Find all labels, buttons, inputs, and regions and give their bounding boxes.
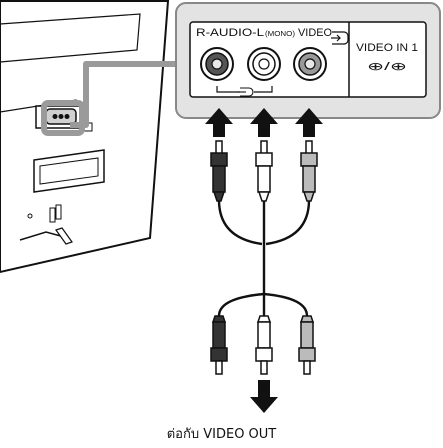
audio-l-jack [247, 47, 281, 81]
up-arrow-icon [205, 108, 233, 137]
input-arrow-icon [331, 31, 349, 45]
audio-bracket [216, 86, 273, 93]
callout [41, 61, 176, 136]
plug-audio-l [255, 315, 273, 375]
plug-video [300, 140, 318, 202]
video-jack [293, 47, 327, 81]
up-arrow-icon [250, 108, 278, 137]
insert-arrows [205, 108, 323, 137]
plug-audio-r [210, 140, 228, 202]
plug-audio-l [255, 140, 273, 202]
input-symbol: ⊕/⊕ [367, 61, 407, 73]
down-arrow-icon [250, 380, 278, 413]
mono-label: (MONO) [265, 31, 295, 38]
audio-r-jack [200, 47, 234, 81]
plug-audio-r [210, 315, 228, 375]
audio-label: R-AUDIO-L [196, 27, 264, 39]
av-cable [217, 199, 311, 317]
up-arrow-icon [295, 108, 323, 137]
audio-input-arrow-icon [238, 87, 254, 97]
video-label: VIDEO [298, 27, 332, 39]
input-name: VIDEO IN 1 [356, 42, 418, 54]
plugs-bottom [210, 315, 316, 375]
plugs-top [210, 140, 318, 202]
input-panel: R-AUDIO-L (MONO) VIDEO [175, 2, 441, 119]
tv-set [0, 0, 170, 274]
connect-caption: ต่อกับ VIDEO OUT [166, 427, 277, 442]
plug-video [298, 315, 316, 375]
